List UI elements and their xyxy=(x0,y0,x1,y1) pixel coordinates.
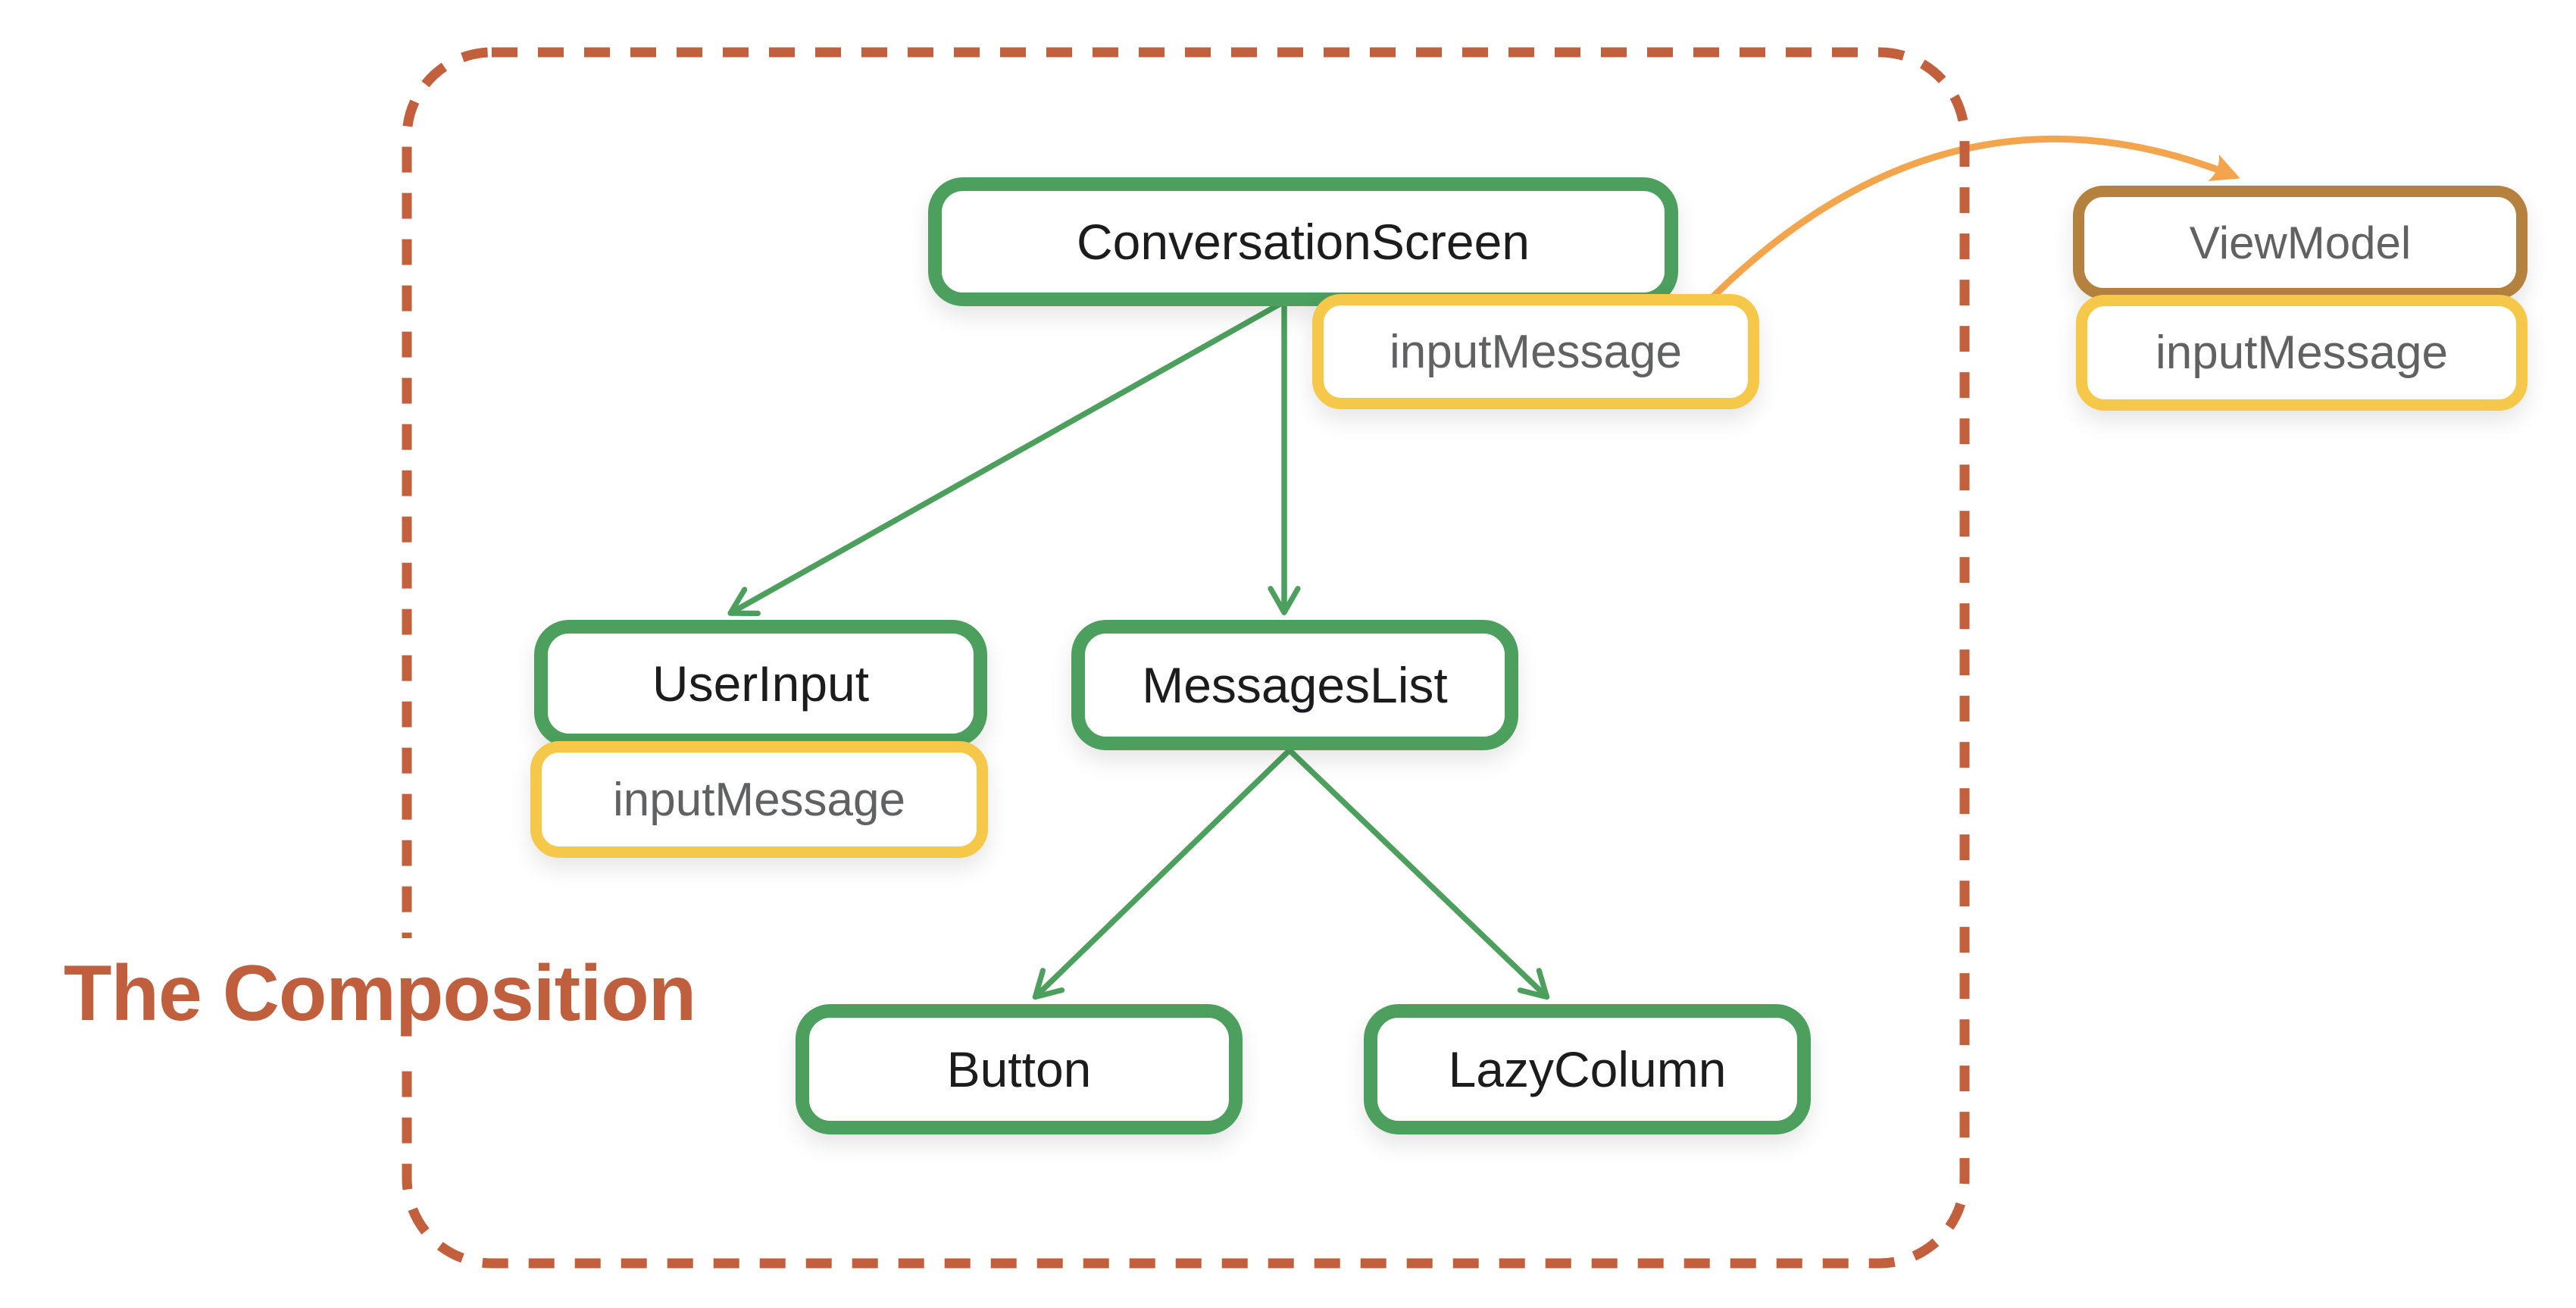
state-userinput-inputmessage: inputMessage xyxy=(530,741,988,858)
state-userinput-inputmessage-label: inputMessage xyxy=(612,773,906,826)
composition-boundary xyxy=(402,47,1970,1269)
state-conversationscreen-inputmessage: inputMessage xyxy=(1312,294,1759,409)
state-viewmodel-inputmessage-label: inputMessage xyxy=(2155,327,2449,379)
node-button-label: Button xyxy=(946,1041,1092,1097)
node-messageslist: MessagesList xyxy=(1071,620,1518,750)
node-conversationscreen-label: ConversationScreen xyxy=(1077,214,1530,270)
edge-messageslist-to-button xyxy=(1032,748,1292,1000)
state-conversationscreen-inputmessage-label: inputMessage xyxy=(1389,325,1683,378)
node-userinput: UserInput xyxy=(534,620,987,747)
node-viewmodel: ViewModel xyxy=(2073,186,2528,299)
edge-conversationscreen-to-userinput xyxy=(727,299,1286,616)
node-lazycolumn-label: LazyColumn xyxy=(1448,1041,1727,1097)
node-userinput-label: UserInput xyxy=(652,656,870,712)
node-messageslist-label: MessagesList xyxy=(1142,657,1448,713)
edge-conversationscreen-to-viewmodel xyxy=(1680,135,2240,331)
node-lazycolumn: LazyColumn xyxy=(1364,1004,1811,1134)
edge-messageslist-to-lazycolumn xyxy=(1287,748,1550,1000)
composition-title: The Composition xyxy=(59,938,716,1054)
node-conversationscreen: ConversationScreen xyxy=(928,177,1678,306)
node-button: Button xyxy=(796,1004,1243,1134)
node-viewmodel-label: ViewModel xyxy=(2189,217,2412,268)
state-viewmodel-inputmessage: inputMessage xyxy=(2076,295,2528,411)
